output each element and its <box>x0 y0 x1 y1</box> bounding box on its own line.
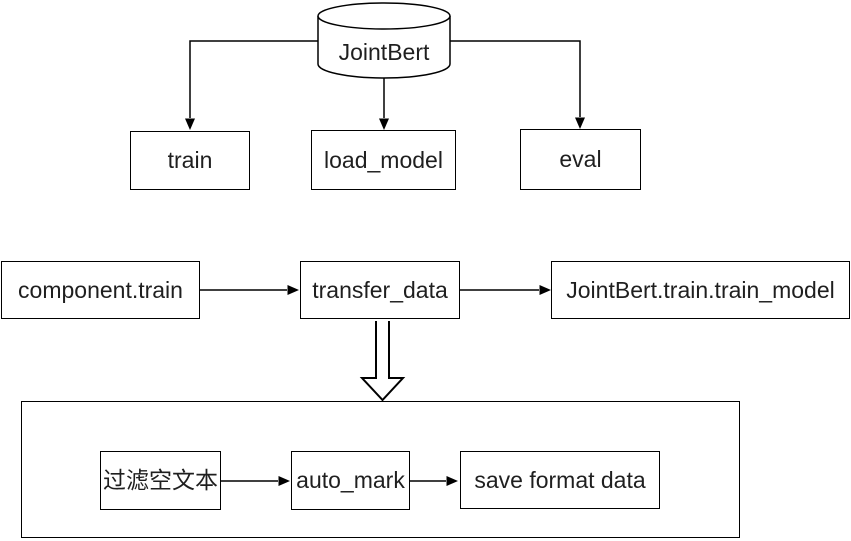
node-filter-empty-text: 过滤空文本 <box>100 451 221 510</box>
arrowhead-eval <box>575 117 585 129</box>
node-jointbert-label: JointBert <box>338 38 430 65</box>
node-train: train <box>130 131 250 190</box>
node-save-format-data: save format data <box>460 451 660 509</box>
pipeline-container <box>21 401 740 538</box>
arrowhead-loadmodel <box>379 118 389 130</box>
node-component-train: component.train <box>1 261 200 319</box>
edge-jointbert-eval <box>450 40 581 117</box>
arrowhead-trainmodel <box>539 285 551 295</box>
node-load-model: load_model <box>311 130 456 190</box>
cylinder-body <box>317 16 451 79</box>
cylinder-top <box>317 2 451 30</box>
arrowhead-automark <box>278 476 290 486</box>
node-eval: eval <box>520 129 641 190</box>
node-transfer-data: transfer_data <box>300 261 460 319</box>
edge-jointbert-train <box>189 40 318 118</box>
arrowhead-transfer <box>287 285 299 295</box>
node-auto-mark: auto_mark <box>291 451 410 510</box>
node-jointbert-train-model: JointBert.train.train_model <box>551 261 850 319</box>
arrowhead-train <box>185 118 195 130</box>
arrowhead-save <box>446 476 458 486</box>
block-arrow-down <box>359 321 406 402</box>
